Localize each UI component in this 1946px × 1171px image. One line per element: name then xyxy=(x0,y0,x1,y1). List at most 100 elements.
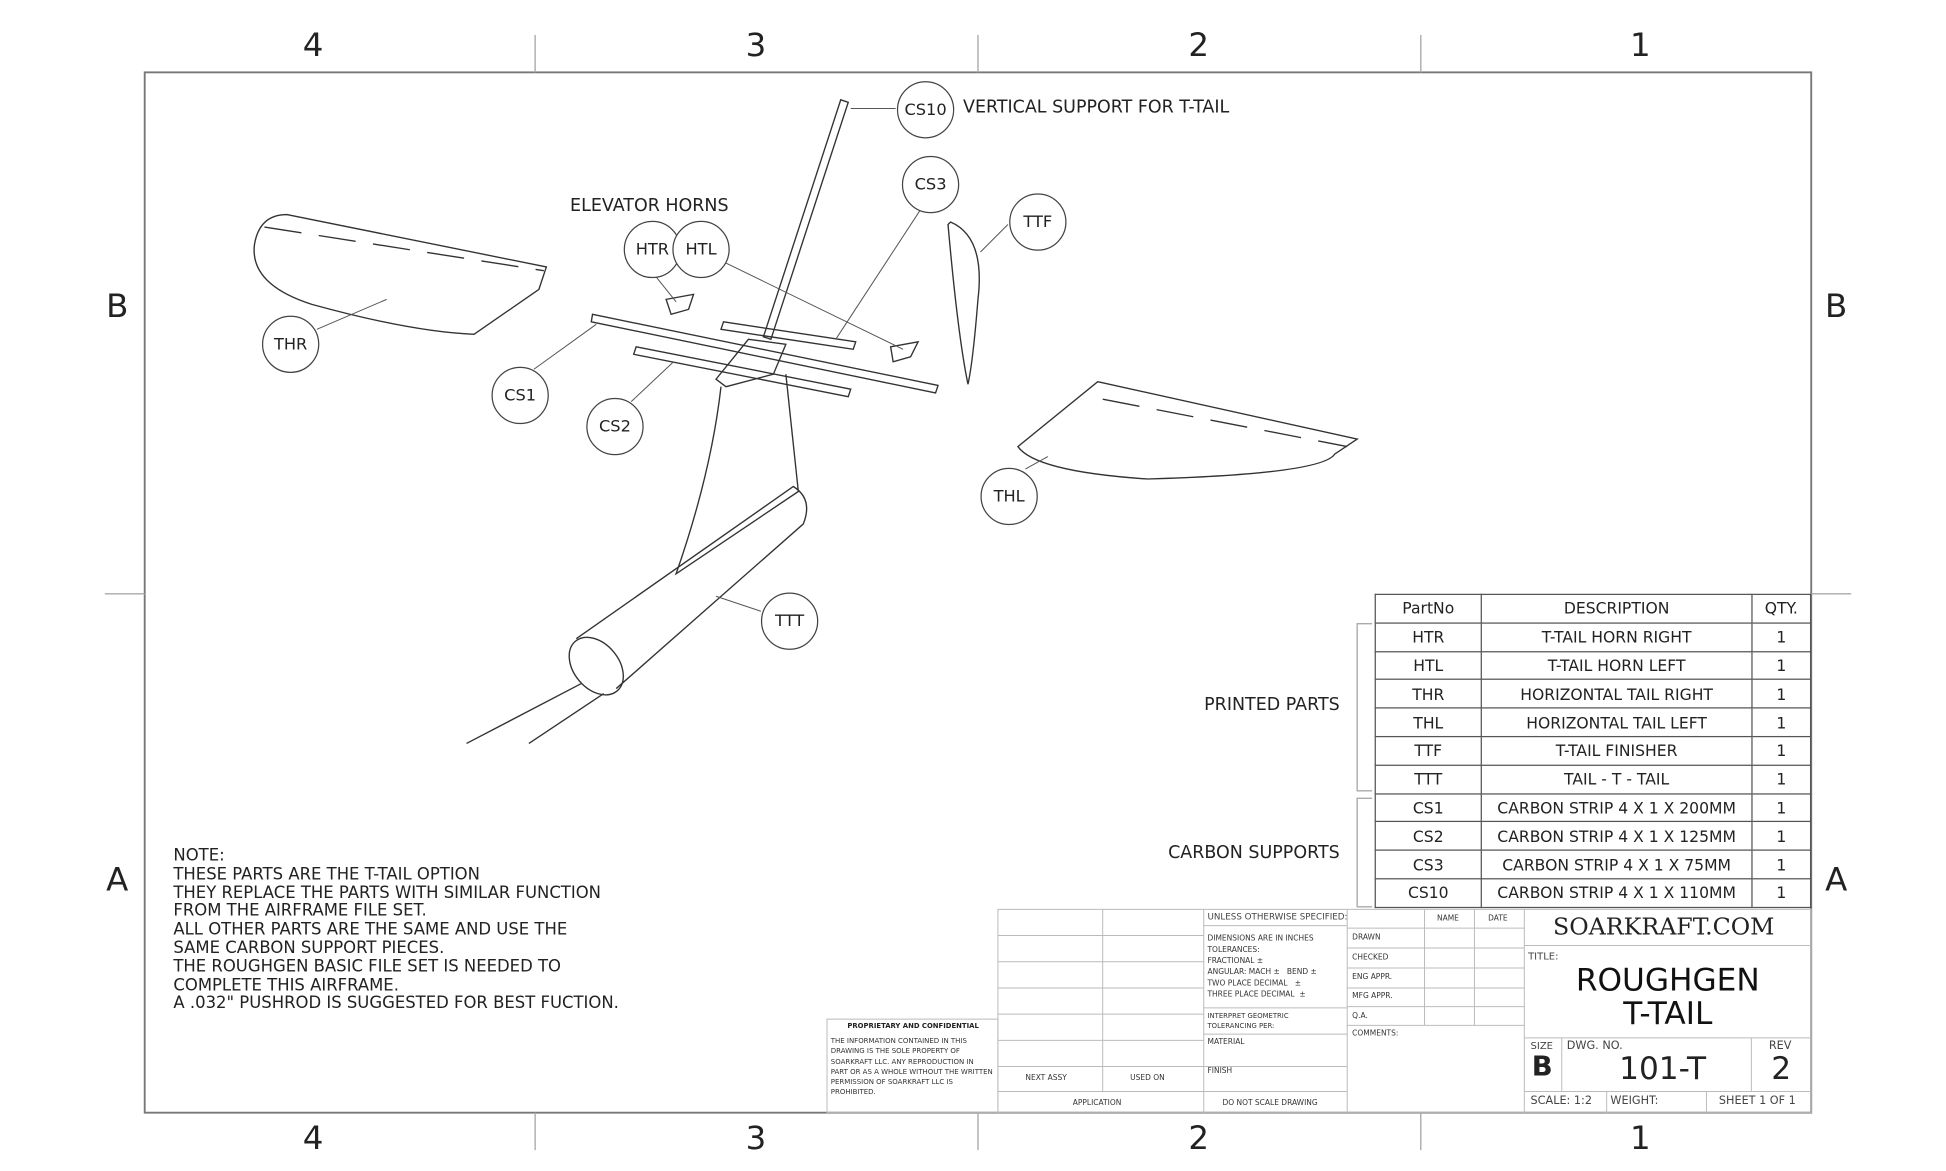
balloon-cs10: CS10 xyxy=(896,81,955,139)
bom-qty: 1 xyxy=(1751,707,1812,738)
do-not-scale: DO NOT SCALE DRAWING xyxy=(1222,1098,1318,1108)
zone-col-3: 3 xyxy=(745,27,767,65)
bom-qty: 1 xyxy=(1751,735,1812,766)
bom-part-no: TTF xyxy=(1374,735,1482,766)
weight: WEIGHT: xyxy=(1610,1095,1659,1108)
date-header: DATE xyxy=(1488,914,1508,924)
fractional-text: FRACTIONAL ± xyxy=(1207,956,1264,966)
rev-label: REV xyxy=(1768,1040,1792,1053)
bom-description: CARBON STRIP 4 X 1 X 110MM xyxy=(1480,878,1753,908)
leader-lines xyxy=(316,108,1049,612)
zone-col-1: 1 xyxy=(1630,27,1651,65)
balloon-ttt: TTT xyxy=(760,592,819,650)
bom-part-no: CS3 xyxy=(1374,849,1482,880)
tolerances-text: TOLERANCES: xyxy=(1207,945,1260,955)
group-carbon-supports: CARBON SUPPORTS xyxy=(1168,843,1340,864)
zone-col-1-bottom: 1 xyxy=(1630,1120,1651,1158)
balloon-cs3: CS3 xyxy=(901,155,960,214)
bom-part-no: CS2 xyxy=(1374,821,1482,851)
material-label: MATERIAL xyxy=(1207,1037,1245,1047)
company-name: SOARKRAFT.COM xyxy=(1553,913,1775,941)
title-line-1: ROUGHGEN xyxy=(1575,961,1760,998)
bom-part-no: HTR xyxy=(1374,622,1482,652)
balloon-htr: HTR xyxy=(623,220,682,279)
zone-row-b-right: B xyxy=(1825,288,1848,326)
bom-part-no: HTL xyxy=(1374,650,1482,681)
zone-col-4-bottom: 4 xyxy=(302,1120,324,1158)
application: APPLICATION xyxy=(1072,1098,1122,1108)
header-partno: PartNo xyxy=(1374,593,1482,624)
group-printed-parts: PRINTED PARTS xyxy=(1204,694,1340,715)
interpret-text: INTERPRET GEOMETRIC xyxy=(1207,1012,1289,1021)
checked-label: CHECKED xyxy=(1352,953,1389,962)
balloon-ttf: TTF xyxy=(1009,193,1067,251)
zone-col-2-bottom: 2 xyxy=(1188,1120,1210,1158)
tolerancing-text: TOLERANCING PER: xyxy=(1207,1022,1275,1031)
zone-col-3-bottom: 3 xyxy=(745,1120,767,1158)
bom-qty: 1 xyxy=(1751,878,1812,908)
balloon-thr: THR xyxy=(261,315,320,373)
callout-cs10-text: VERTICAL SUPPORT FOR T-TAIL xyxy=(962,97,1230,118)
proprietary-title: PROPRIETARY AND CONFIDENTIAL xyxy=(847,1022,979,1031)
name-header: NAME xyxy=(1437,914,1459,924)
bom-qty: 1 xyxy=(1751,849,1812,880)
horn-right xyxy=(665,293,695,316)
elevator-horns-label: ELEVATOR HORNS xyxy=(570,195,729,216)
balloon-thl: THL xyxy=(980,467,1038,526)
next-assy: NEXT ASSY xyxy=(1025,1074,1067,1083)
horizontal-tail-right xyxy=(253,213,548,335)
horizontal-tail-left xyxy=(1016,380,1359,480)
drawing-note: NOTE: THESE PARTS ARE THE T-TAIL OPTION … xyxy=(173,846,619,1014)
balloon-htl: HTL xyxy=(672,220,730,279)
zone-col-2: 2 xyxy=(1188,27,1210,65)
bom-qty: 1 xyxy=(1751,764,1812,795)
zone-col-4: 4 xyxy=(302,27,324,65)
bom-description: HORIZONTAL TAIL LEFT xyxy=(1480,707,1753,738)
bom-qty: 1 xyxy=(1751,792,1812,823)
zone-row-b-left: B xyxy=(106,288,129,326)
angular-text: ANGULAR: MACH ± BEND ± xyxy=(1207,967,1317,977)
dwg-no-label: DWG. NO. xyxy=(1566,1040,1623,1053)
t-tail-finisher xyxy=(947,221,980,385)
bom-qty: 1 xyxy=(1751,821,1812,851)
eng-appr-label: ENG APPR. xyxy=(1352,972,1393,982)
title-block-grid xyxy=(826,908,1812,1114)
three-place-text: THREE PLACE DECIMAL ± xyxy=(1207,990,1306,1000)
zone-row-a-left: A xyxy=(106,861,129,900)
bom-description: HORIZONTAL TAIL RIGHT xyxy=(1480,679,1753,709)
bom-part-no: TTT xyxy=(1374,764,1482,795)
comments-label: COMMENTS: xyxy=(1352,1029,1399,1038)
bom-description: CARBON STRIP 4 X 1 X 125MM xyxy=(1480,821,1753,851)
scale: SCALE: 1:2 xyxy=(1530,1095,1592,1108)
two-place-text: TWO PLACE DECIMAL ± xyxy=(1207,979,1301,988)
used-on: USED ON xyxy=(1130,1074,1165,1083)
horn-left xyxy=(889,340,920,363)
bom-description: T-TAIL HORN LEFT xyxy=(1480,650,1753,681)
dwg-no-value: 101-T xyxy=(1619,1050,1707,1087)
carbon-strip-cs1 xyxy=(590,313,939,394)
proprietary-text: THE INFORMATION CONTAINED IN THIS DRAWIN… xyxy=(830,1037,993,1098)
unless-specified: UNLESS OTHERWISE SPECIFIED: xyxy=(1207,911,1348,922)
fin xyxy=(674,374,800,576)
bom-part-no: THR xyxy=(1374,679,1482,709)
bom-qty: 1 xyxy=(1751,679,1812,709)
balloon-cs2: CS2 xyxy=(586,397,644,456)
header-description: DESCRIPTION xyxy=(1480,593,1753,624)
bom-description: T-TAIL HORN RIGHT xyxy=(1480,622,1753,652)
mfg-appr-label: MFG APPR. xyxy=(1352,991,1393,1001)
bom-description: TAIL - T - TAIL xyxy=(1480,764,1753,795)
finish-label: FINISH xyxy=(1207,1066,1233,1076)
bom-qty: 1 xyxy=(1751,622,1812,652)
